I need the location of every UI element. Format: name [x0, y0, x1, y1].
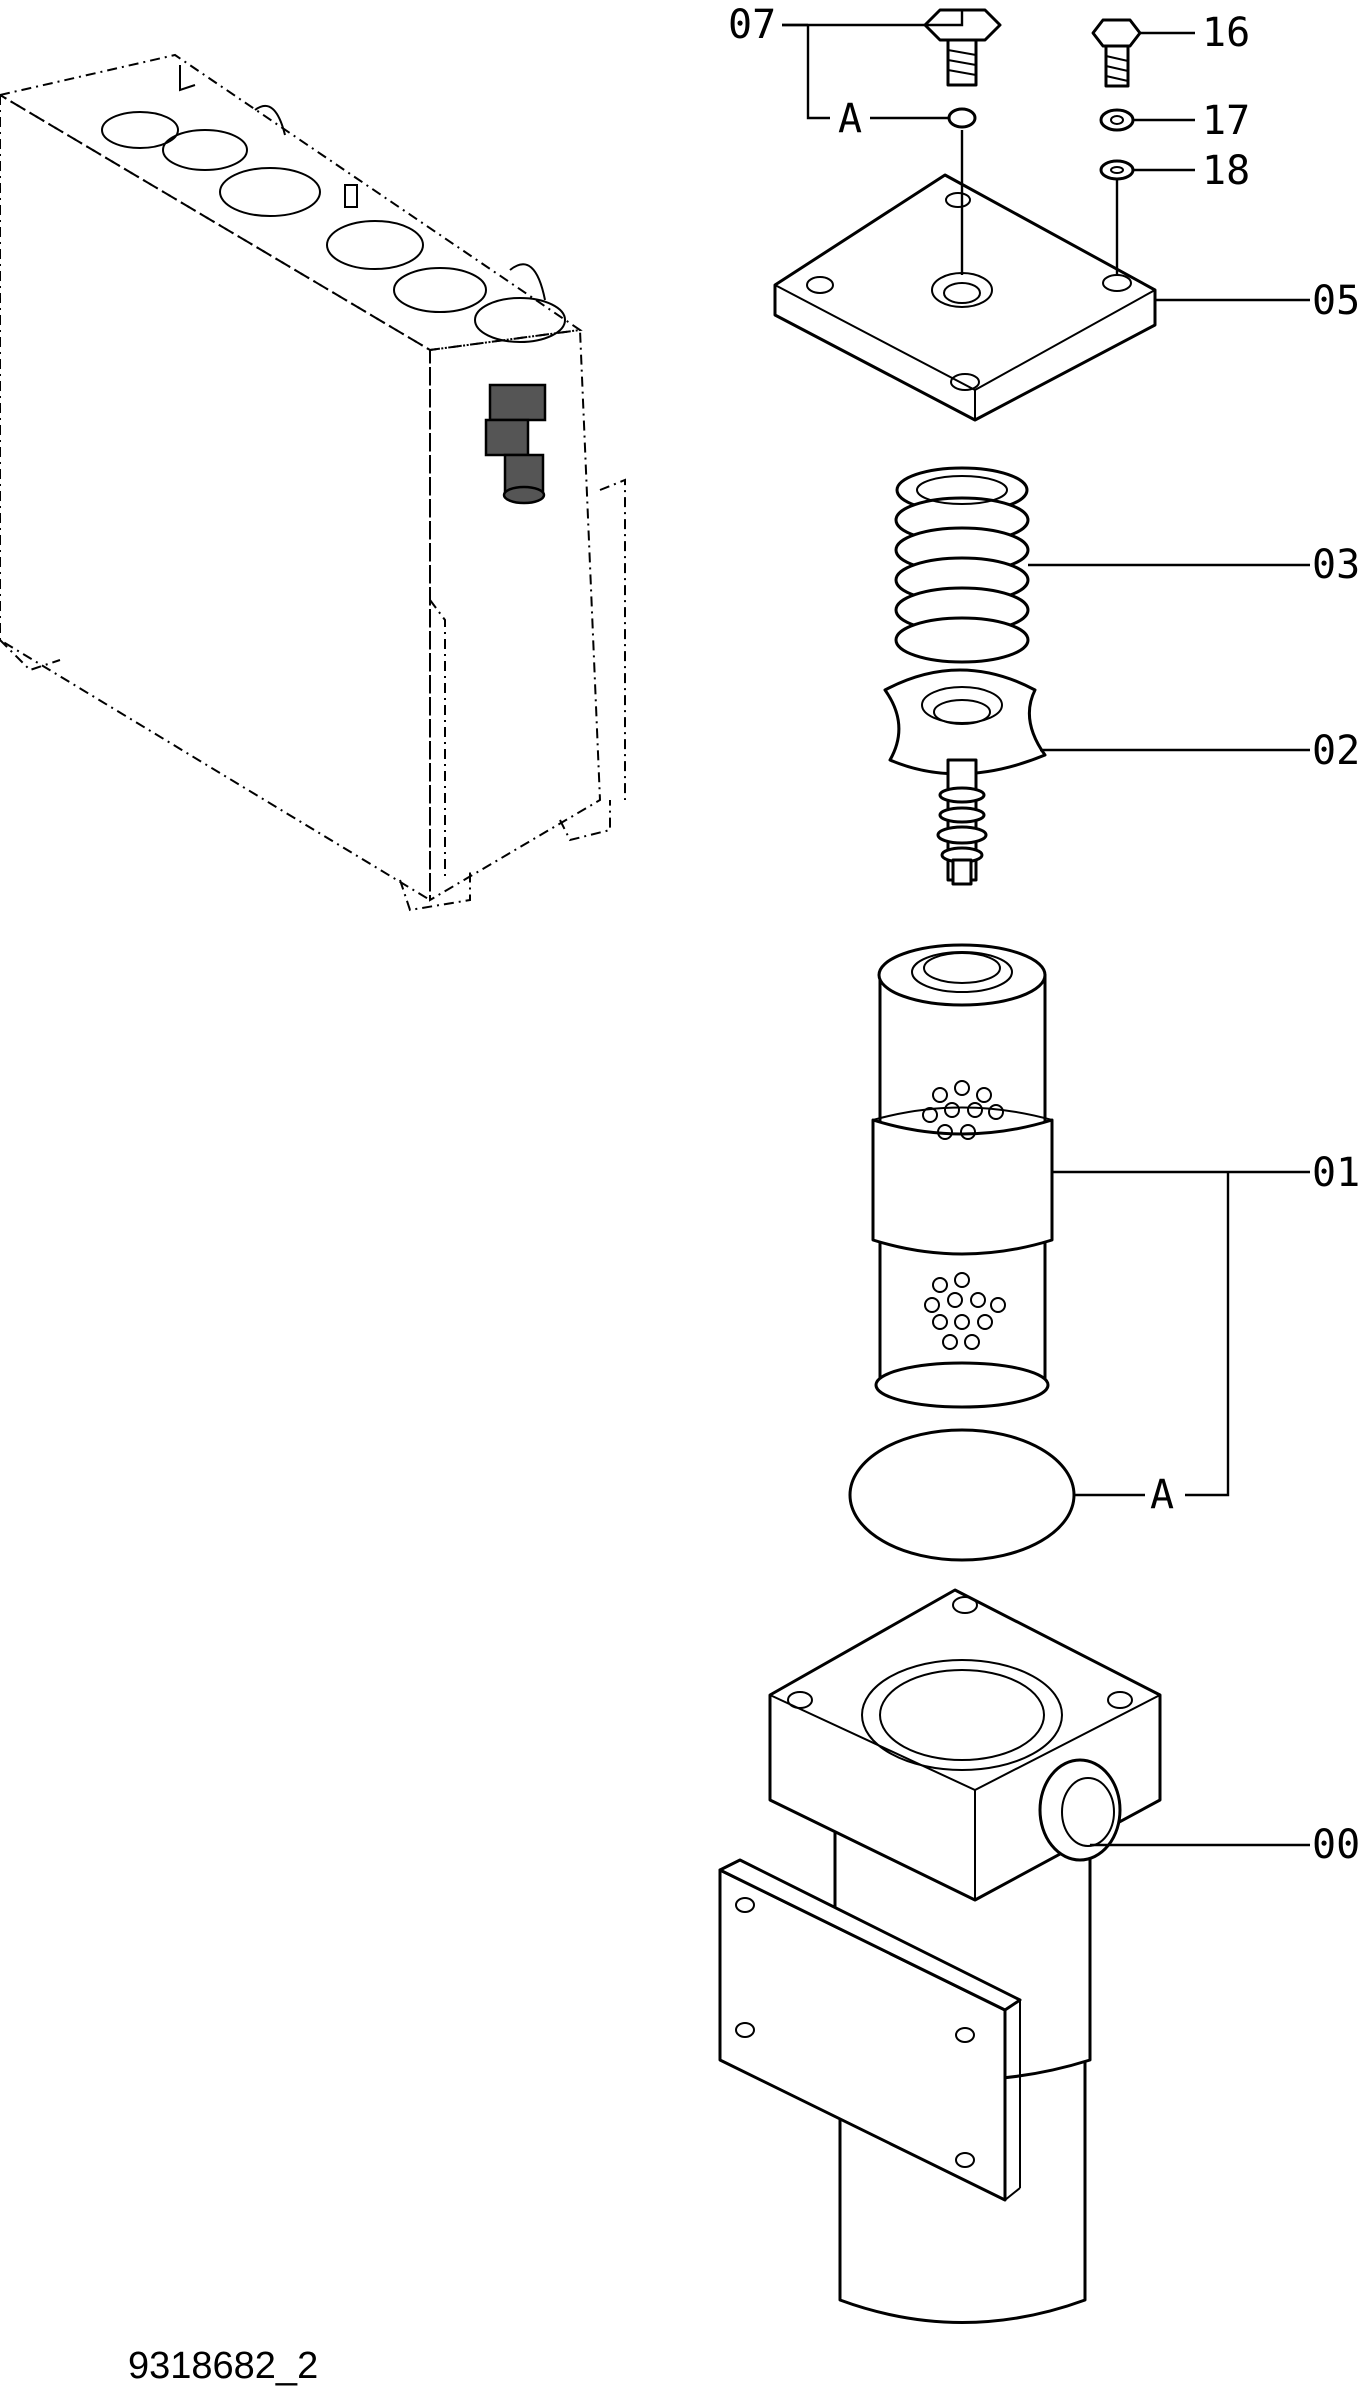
label-16: 16: [1202, 10, 1250, 56]
bolt-16: [1091, 18, 1142, 88]
label-17: 17: [1202, 98, 1250, 144]
label-05: 05: [1312, 278, 1360, 324]
highlighted-filter-location: [484, 383, 547, 505]
label-18: 18: [1202, 148, 1250, 194]
label-00: 00: [1312, 1822, 1360, 1868]
label-07: 07: [728, 2, 776, 48]
spring-03: [894, 466, 1030, 664]
valve-02: [883, 668, 1047, 886]
spring-washer-17: [1099, 108, 1135, 132]
label-02: 02: [1312, 728, 1360, 774]
o-ring-a: [848, 1428, 1076, 1562]
label-a-mid: A: [1150, 1472, 1174, 1518]
label-a-top: A: [838, 96, 862, 142]
filter-housing-00: [718, 1588, 1162, 2324]
label-03: 03: [1312, 542, 1360, 588]
leader-lines: [782, 10, 1310, 1847]
drawing-number: 9318682_2: [128, 2345, 318, 2387]
washer-18: [1099, 159, 1135, 181]
filter-element-01: [871, 943, 1054, 1409]
o-ring-small-a: [947, 107, 977, 129]
cover-plate-05: [773, 173, 1157, 422]
label-01: 01: [1312, 1150, 1360, 1196]
machine-overview: [0, 53, 626, 912]
